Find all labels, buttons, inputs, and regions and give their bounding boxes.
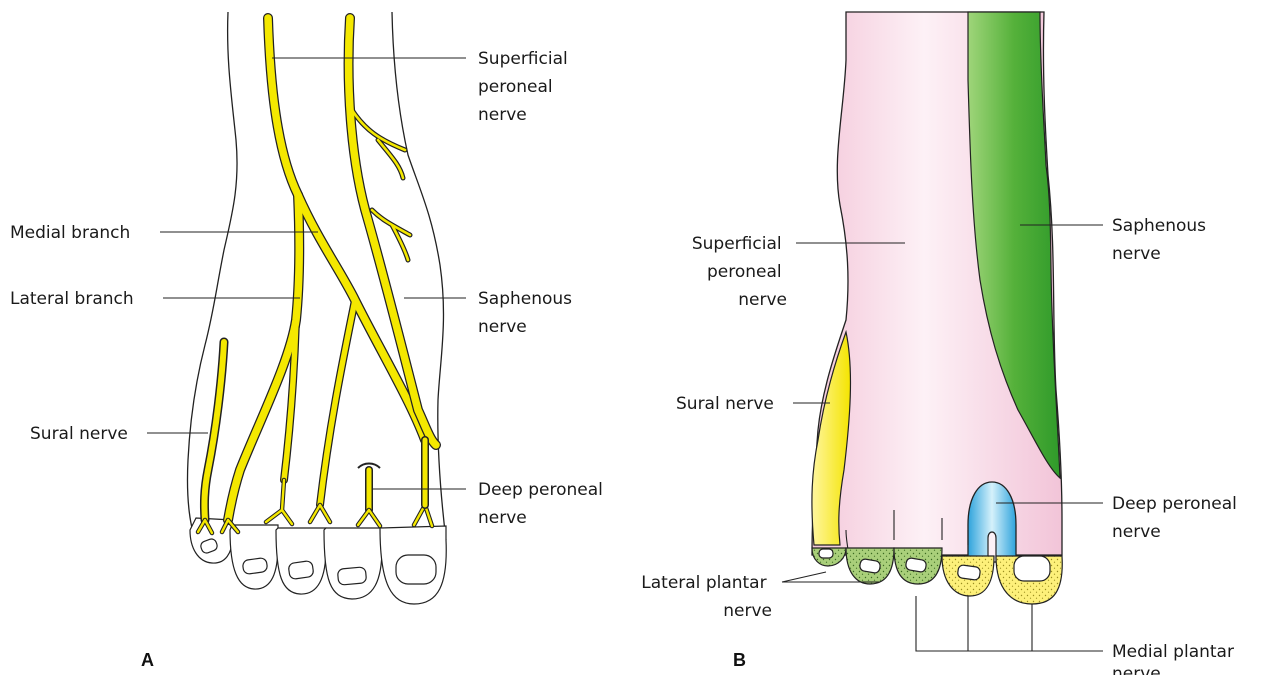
figure-a: Superficial peroneal nerve Medial branch… — [10, 12, 608, 670]
label-b-deep-peroneal: Deep peroneal nerve — [1112, 494, 1242, 542]
panel-label-b: B — [733, 650, 746, 670]
toes-b — [812, 548, 1062, 604]
toes-a — [190, 518, 446, 604]
label-a-medial-branch: Medial branch — [10, 223, 130, 243]
label-b-superficial-peroneal: Superficial peroneal nerve — [692, 234, 787, 310]
nerves-a — [198, 18, 436, 533]
label-b-saphenous: Saphenous nerve — [1112, 216, 1211, 264]
label-a-saphenous: Saphenous nerve — [478, 289, 577, 337]
label-b-sural: Sural nerve — [676, 394, 774, 414]
label-a-lateral-branch: Lateral branch — [10, 289, 134, 309]
label-a-sural: Sural nerve — [30, 424, 128, 444]
panel-label-a: A — [141, 650, 154, 670]
figure-b: Superficial peroneal nerve Saphenous ner… — [641, 12, 1242, 675]
label-a-superficial-peroneal: Superficial peroneal nerve — [478, 49, 573, 125]
label-b-medial-plantar: Medial plantar nerve — [1112, 642, 1239, 675]
foot-a-outline — [187, 12, 446, 545]
label-b-lateral-plantar: Lateral plantar nerve — [641, 573, 772, 621]
label-a-deep-peroneal: Deep peroneal nerve — [478, 480, 608, 528]
